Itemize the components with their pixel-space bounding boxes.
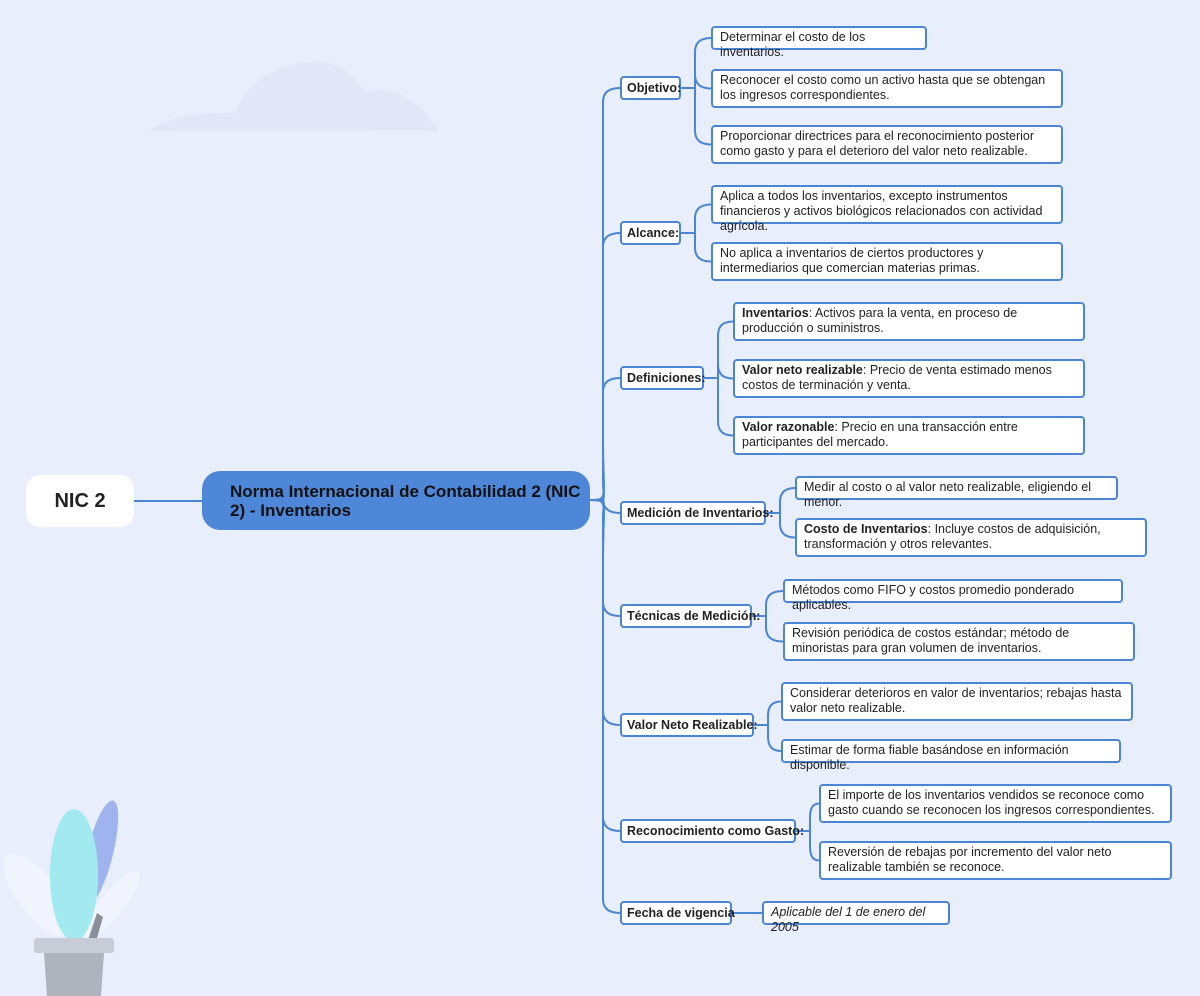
leaf-text: : Precio en una transacción entre partic… <box>742 420 1018 449</box>
connector-main-branch <box>589 498 621 514</box>
leaf-text: Determinar el costo de los inventarios. <box>720 30 866 59</box>
leaf-node[interactable]: Proporcionar directrices para el reconoc… <box>711 125 1063 164</box>
connector-branch-leaf <box>766 487 796 514</box>
leaf-node[interactable]: Estimar de forma fiable basándose en inf… <box>781 739 1121 772</box>
leaf-text: : Precio de venta estimado menos costos … <box>742 363 1052 392</box>
leaf-text: : Incluye costos de adquisición, transfo… <box>804 522 1101 551</box>
branch-node[interactable]: Alcance: <box>620 221 681 245</box>
leaf-node[interactable]: Métodos como FIFO y costos promedio pond… <box>783 579 1123 612</box>
connector-branch-leaf <box>681 203 712 234</box>
leaf-term: Valor neto realizable <box>742 363 863 377</box>
leaf-term: Inventarios <box>742 306 809 320</box>
leaf-node[interactable]: Aplica a todos los inventarios, excepto … <box>711 185 1063 233</box>
leaf-node[interactable]: Determinar el costo de los inventarios. <box>711 26 927 59</box>
leaf-text: : Activos para la venta, en proceso de p… <box>742 306 1018 335</box>
connector-branch-leaf <box>766 512 796 539</box>
connector-branch-leaf <box>681 74 712 90</box>
connector-branch-leaf <box>754 724 782 752</box>
root-node[interactable]: NIC 2 <box>26 475 134 527</box>
branch-node[interactable]: Objetivo: <box>620 76 681 100</box>
branch-node[interactable]: Técnicas de Medición: <box>620 604 760 628</box>
connector-main-branch <box>589 87 621 501</box>
leaf-text: Métodos como FIFO y costos promedio pond… <box>792 583 1075 612</box>
leaf-text: Reversión de rebajas por incremento del … <box>828 845 1112 874</box>
leaf-node[interactable]: El importe de los inventarios vendidos s… <box>819 784 1172 823</box>
leaf-node[interactable]: Medir al costo o al valor neto realizabl… <box>795 476 1118 509</box>
leaf-node[interactable]: Reconocer el costo como un activo hasta … <box>711 69 1063 108</box>
connector-branch-leaf <box>796 830 820 862</box>
connector-main-branch <box>589 499 621 914</box>
connector-branch-leaf <box>752 590 784 617</box>
connector-branch-leaf <box>704 364 734 380</box>
connector-main-branch <box>589 499 621 726</box>
leaf-node[interactable]: Valor neto realizable: Precio de venta e… <box>733 359 1085 398</box>
leaf-text: Considerar deterioros en valor de invent… <box>790 686 1122 715</box>
leaf-text: El importe de los inventarios vendidos s… <box>828 788 1155 817</box>
connector-branch-leaf <box>704 320 734 379</box>
connector-main-branch <box>589 499 621 832</box>
connector-main-branch <box>589 232 621 501</box>
connector-main-branch <box>589 499 621 617</box>
connector-branch-leaf <box>752 615 784 643</box>
connector-branch-leaf <box>681 232 712 263</box>
leaf-text: Aplicable del 1 de enero del 2005 <box>771 905 926 934</box>
leaf-node[interactable]: No aplica a inventarios de ciertos produ… <box>711 242 1063 281</box>
leaf-text: Reconocer el costo como un activo hasta … <box>720 73 1046 102</box>
leaf-text: Proporcionar directrices para el reconoc… <box>720 129 1035 158</box>
leaf-node[interactable]: Valor razonable: Precio en una transacci… <box>733 416 1085 455</box>
branch-node[interactable]: Fecha de vigencia <box>620 901 735 925</box>
connector-branch-leaf <box>681 87 712 146</box>
leaf-text: Estimar de forma fiable basándose en inf… <box>790 743 1069 772</box>
leaf-node[interactable]: Considerar deterioros en valor de invent… <box>781 682 1133 721</box>
connector-main-branch <box>589 377 621 501</box>
leaf-node[interactable]: Reversión de rebajas por incremento del … <box>819 841 1172 880</box>
leaf-node[interactable]: Revisión periódica de costos estándar; m… <box>783 622 1135 661</box>
potted-plant-illustration <box>3 800 140 996</box>
branch-node[interactable]: Reconocimiento como Gasto: <box>620 819 804 843</box>
leaf-node[interactable]: Aplicable del 1 de enero del 2005 <box>762 901 950 934</box>
branch-node[interactable]: Medición de Inventarios: <box>620 501 774 525</box>
main-topic-node[interactable]: Norma Internacional de Contabilidad 2 (N… <box>202 471 590 530</box>
cloud-shape <box>148 61 439 131</box>
branch-node[interactable]: Definiciones: <box>620 366 706 390</box>
leaf-node[interactable]: Inventarios: Activos para la venta, en p… <box>733 302 1085 341</box>
leaf-term: Valor razonable <box>742 420 835 434</box>
connector-branch-leaf <box>754 700 782 726</box>
leaf-text: No aplica a inventarios de ciertos produ… <box>720 246 984 275</box>
leaf-node[interactable]: Costo de Inventarios: Incluye costos de … <box>795 518 1147 557</box>
connector-branch-leaf <box>681 37 712 89</box>
connector-branch-leaf <box>796 802 820 832</box>
leaf-text: Revisión periódica de costos estándar; m… <box>792 626 1070 655</box>
leaf-term: Costo de Inventarios <box>804 522 928 536</box>
leaf-text: Aplica a todos los inventarios, excepto … <box>720 189 1043 233</box>
branch-node[interactable]: Valor Neto Realizable: <box>620 713 758 737</box>
leaf-text: Medir al costo o al valor neto realizabl… <box>804 480 1091 509</box>
connector-branch-leaf <box>704 377 734 437</box>
